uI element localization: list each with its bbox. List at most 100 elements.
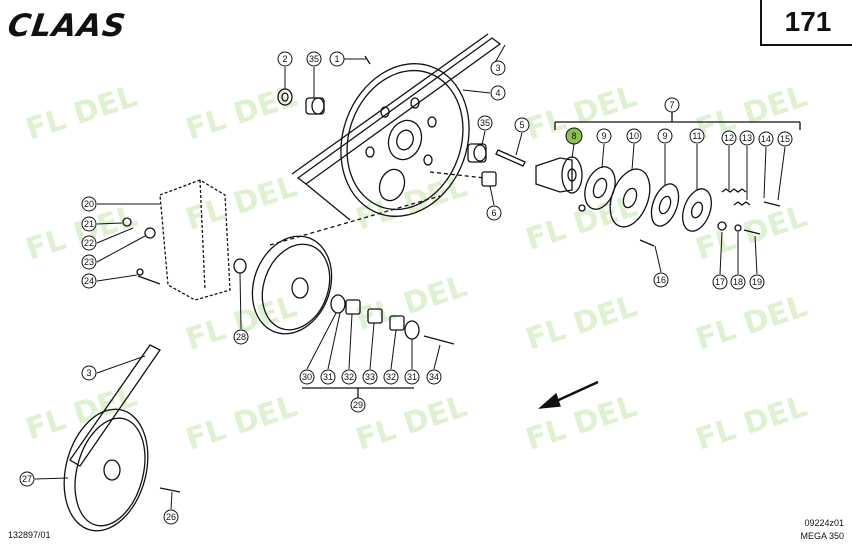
svg-text:3: 3	[495, 63, 500, 73]
bolt-19	[743, 229, 761, 235]
callout-12: 12	[721, 130, 737, 190]
callout-4: 4	[462, 85, 506, 101]
callout-3a: 3	[490, 44, 506, 76]
bolt-24	[137, 275, 161, 285]
callout-2: 2	[277, 51, 293, 89]
svg-text:24: 24	[84, 276, 94, 286]
callout-35a: 35	[306, 51, 322, 98]
drive-belt-lower	[69, 344, 161, 467]
svg-text:4: 4	[495, 88, 500, 98]
svg-text:32: 32	[386, 372, 396, 382]
callout-30: 30	[299, 312, 337, 385]
svg-text:14: 14	[761, 134, 771, 144]
callout-31a: 31	[320, 312, 341, 385]
callout-35b: 35	[477, 115, 493, 146]
direction-arrow	[538, 380, 599, 409]
drawing-code: 09224z01	[804, 518, 844, 528]
page-number: 171	[784, 6, 832, 37]
callout-21: 21	[81, 216, 123, 232]
callout-11: 11	[689, 128, 705, 190]
callout-1: 1	[329, 51, 366, 67]
svg-text:10: 10	[629, 131, 639, 141]
clutch-hub-8	[535, 156, 583, 194]
svg-text:31: 31	[407, 372, 417, 382]
callout-31b: 31	[404, 339, 420, 385]
pin-26	[159, 487, 181, 493]
callout-26: 26	[163, 491, 179, 525]
callout-8-highlighted: 8	[565, 127, 583, 159]
svg-text:35: 35	[309, 54, 319, 64]
callout-19: 19	[749, 235, 765, 290]
drive-belt-upper	[291, 33, 502, 221]
bush-6	[481, 171, 497, 187]
callout-32a: 32	[341, 313, 357, 385]
svg-text:35: 35	[480, 118, 490, 128]
callout-34: 34	[426, 344, 442, 385]
callout-22: 22	[81, 227, 134, 251]
pressure-plate-11	[682, 188, 712, 232]
svg-text:32: 32	[344, 372, 354, 382]
callout-33: 33	[362, 322, 378, 385]
callout-labels: 1 2 35 3 4 35 5 6 7 8 9 10 9 11 12 13 14…	[19, 44, 793, 525]
callout-6: 6	[486, 185, 502, 221]
callout-20: 20	[81, 196, 160, 212]
svg-text:9: 9	[601, 131, 606, 141]
callout-9b: 9	[657, 128, 673, 185]
bushing-35-lower	[467, 143, 487, 163]
callout-15: 15	[777, 131, 793, 201]
lower-pulley-27	[63, 408, 149, 532]
shaft-parts-30-34	[330, 294, 455, 345]
callout-16: 16	[653, 245, 669, 288]
bushing-35-upper	[305, 97, 325, 115]
callout-18: 18	[730, 232, 746, 290]
svg-text:33: 33	[365, 372, 375, 382]
svg-text:26: 26	[166, 512, 176, 522]
callout-17: 17	[712, 231, 728, 290]
svg-text:7: 7	[669, 100, 674, 110]
svg-text:13: 13	[742, 133, 752, 143]
svg-text:1: 1	[334, 54, 339, 64]
svg-text:18: 18	[733, 277, 743, 287]
page-number-box: 171	[760, 0, 852, 46]
svg-text:28: 28	[236, 332, 246, 342]
callout-9a: 9	[596, 128, 612, 169]
svg-text:21: 21	[84, 219, 94, 229]
svg-text:3: 3	[86, 368, 91, 378]
friction-disc-9b	[650, 183, 680, 227]
svg-text:12: 12	[724, 133, 734, 143]
plate-10	[609, 168, 651, 228]
callout-5: 5	[514, 117, 530, 156]
shaft-5	[495, 149, 526, 167]
svg-text:11: 11	[692, 131, 701, 141]
bolt-16	[639, 239, 655, 247]
callout-23: 23	[81, 235, 146, 270]
callout-28: 28	[233, 272, 249, 345]
document-number: 132897/01	[8, 530, 51, 540]
svg-text:23: 23	[84, 257, 94, 267]
svg-text:15: 15	[780, 134, 790, 144]
bracket-20	[159, 179, 231, 301]
svg-text:20: 20	[84, 199, 94, 209]
svg-text:6: 6	[491, 208, 496, 218]
svg-text:31: 31	[323, 372, 333, 382]
callout-24: 24	[81, 273, 138, 289]
svg-text:17: 17	[715, 277, 725, 287]
callout-3b: 3	[81, 355, 146, 381]
svg-text:2: 2	[282, 54, 287, 64]
callout-10: 10	[626, 128, 642, 171]
idler-pulley-28	[233, 235, 333, 335]
svg-text:34: 34	[429, 372, 439, 382]
callout-27: 27	[19, 471, 69, 487]
svg-text:27: 27	[22, 474, 32, 484]
callout-13: 13	[739, 130, 755, 200]
svg-text:22: 22	[84, 238, 94, 248]
bolt-15	[763, 201, 781, 207]
callout-29: 29	[350, 397, 366, 413]
large-pulley	[340, 63, 470, 217]
callout-7: 7	[664, 97, 680, 113]
model-name: MEGA 350	[800, 531, 844, 541]
springs-12-13	[721, 188, 751, 206]
svg-text:29: 29	[353, 400, 363, 410]
